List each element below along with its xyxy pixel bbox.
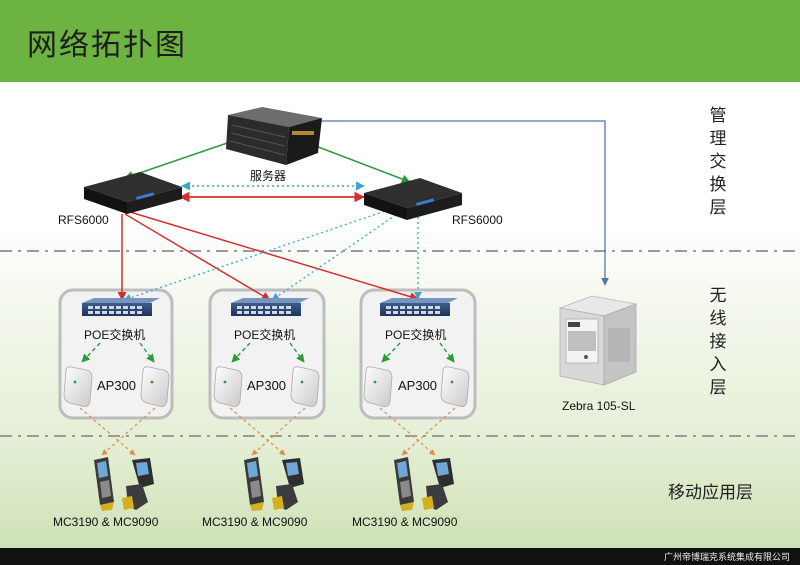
footer-bar: 广州帝博瑞克系统集成有限公司 — [0, 548, 800, 565]
poe3-to-ap-left — [381, 342, 401, 363]
mc3190-device-icon — [394, 457, 414, 511]
ap300-icon — [63, 366, 93, 407]
mc3190-device-icon — [244, 457, 264, 511]
uplink-server-to-left-switch — [124, 139, 237, 180]
ap300-icon — [213, 366, 243, 407]
poe-switch-1-icon — [82, 298, 160, 316]
ap300-icon — [363, 366, 393, 407]
poe-switch-2-icon — [231, 298, 309, 316]
page-title: 网络拓扑图 — [27, 28, 187, 63]
ap300-icon — [290, 366, 320, 407]
printer-label: Zebra 105-SL — [562, 399, 636, 413]
server-to-printer-link — [320, 120, 609, 286]
poe2-to-ap-left — [231, 342, 251, 363]
ap300-group-2-label: AP300 — [247, 378, 287, 393]
rfs6000-switch-left-icon — [84, 172, 182, 214]
poe-switch-1-label: POE交换机 — [84, 328, 146, 342]
server-icon — [226, 107, 322, 165]
rfs6000-right-label: RFS6000 — [452, 213, 503, 227]
rfs6000-switch-right-icon — [364, 178, 462, 220]
layer-label-mobile: 移动应用层 — [668, 483, 753, 503]
poe2-to-ap-right — [289, 342, 305, 363]
device-group-3-label: MC3190 & MC9090 — [352, 515, 458, 529]
device-group-1-label: MC3190 & MC9090 — [53, 515, 159, 529]
poe1-to-ap-left — [81, 342, 101, 363]
poe-switch-3-label: POE交换机 — [385, 328, 447, 342]
layer-label-management: 管理交换层 — [709, 106, 727, 218]
dotted-link-right-to-poe2 — [271, 211, 401, 301]
mc9090-device-icon — [422, 458, 454, 510]
mc9090-device-icon — [272, 458, 304, 510]
ap-to-device-link — [79, 407, 136, 456]
ap300-icon — [140, 366, 170, 407]
ap-to-device-link — [379, 407, 436, 456]
server-label: 服务器 — [250, 169, 287, 183]
poe3-to-ap-right — [439, 342, 455, 363]
title-bar: 网络拓扑图 — [0, 0, 800, 82]
poe1-to-ap-right — [139, 342, 155, 363]
poe-switch-3-icon — [380, 298, 458, 316]
ap-to-device-link — [229, 407, 286, 456]
device-group-2-label: MC3190 & MC9090 — [202, 515, 308, 529]
red-link-left-to-poe2 — [124, 213, 271, 301]
rfs6000-left-label: RFS6000 — [58, 213, 109, 227]
layer-label-wireless: 无线接入层 — [709, 286, 727, 398]
mc9090-device-icon — [122, 458, 154, 510]
ap300-group-3-label: AP300 — [398, 378, 438, 393]
ap300-group-1-label: AP300 — [97, 378, 137, 393]
poe-switch-2-label: POE交换机 — [234, 328, 296, 342]
ap300-icon — [440, 366, 470, 407]
mc3190-device-icon — [94, 457, 114, 511]
zebra-printer-icon — [558, 295, 638, 386]
red-link-left-to-poe3 — [129, 211, 419, 301]
footer-company: 广州帝博瑞克系统集成有限公司 — [663, 553, 790, 563]
